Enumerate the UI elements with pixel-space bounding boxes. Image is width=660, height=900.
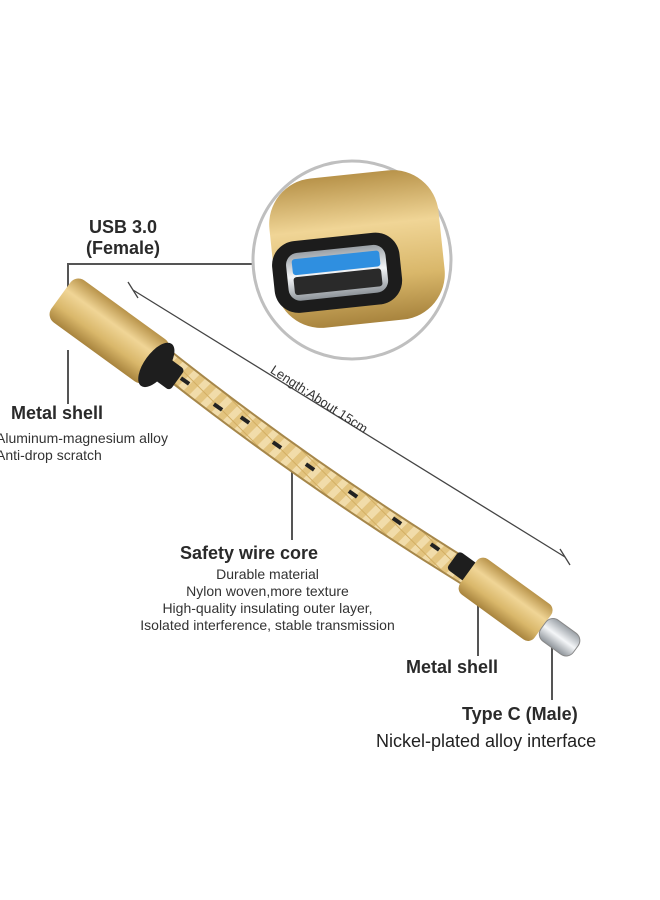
metal-shell-bottom-title: Metal shell <box>406 657 499 677</box>
usb-blue-tongue <box>291 250 381 276</box>
usb-leader-line <box>67 263 253 292</box>
type-c-description: Nickel-plated alloy interface <box>376 731 597 751</box>
safety-core-title: Safety wire core <box>180 543 319 563</box>
magnifier-circle-icon <box>251 159 453 361</box>
type-c-male-connector <box>447 552 581 657</box>
metal-shell-top-line: Aluminum-magnesium alloy <box>0 430 168 446</box>
safety-core-line: Durable material <box>216 566 319 582</box>
safety-core-line: Nylon woven,more texture <box>186 583 349 599</box>
usb-title-line2: (Female) <box>86 238 161 258</box>
usb-female-title: USB 3.0 (Female) <box>86 217 160 259</box>
length-dimension-line <box>127 281 571 566</box>
braided-cable <box>139 339 481 586</box>
type-c-title: Type C (Male) <box>462 704 578 724</box>
usb-female-connector <box>49 278 184 390</box>
safety-core-description: Durable material Nylon woven,more textur… <box>120 566 415 634</box>
safety-core-line: High-quality insulating outer layer, <box>162 600 373 616</box>
metal-shell-top-title: Metal shell <box>11 403 104 423</box>
usb-title-line1: USB 3.0 <box>89 217 158 237</box>
metal-shell-top-description: Aluminum-magnesium alloy Anti-drop scrat… <box>0 430 168 464</box>
safety-core-line: Isolated interference, stable transmissi… <box>140 617 395 633</box>
metal-shell-top-line: Anti-drop scratch <box>0 447 102 463</box>
cable-dark-stitches <box>179 376 441 552</box>
